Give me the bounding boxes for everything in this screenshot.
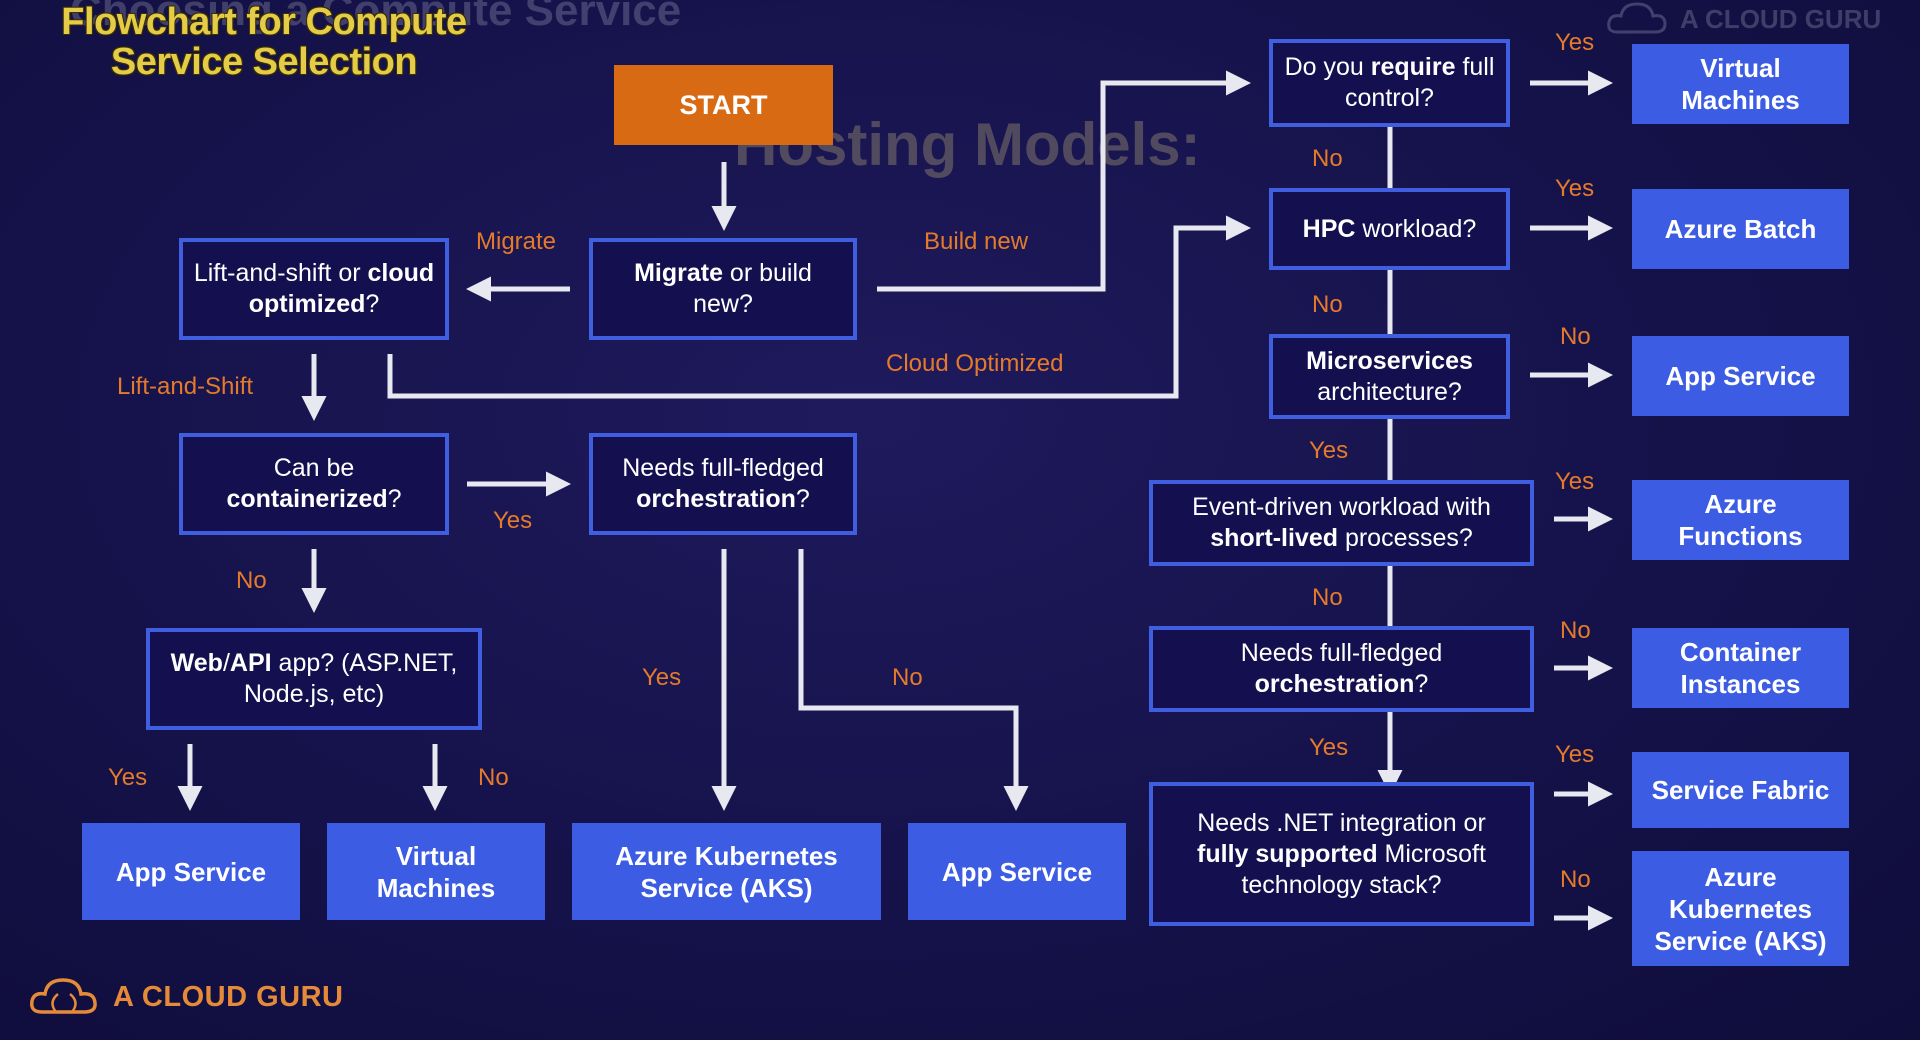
label-hpc-no: No — [1312, 291, 1343, 318]
q-text: workload? — [1355, 214, 1477, 243]
q-text-bold: short-lived — [1210, 524, 1338, 552]
q-text-bold: fully supported — [1197, 839, 1378, 868]
logo-text: A CLOUD GURU — [113, 981, 344, 1013]
label-event-no: No — [1312, 584, 1343, 611]
ghost-logo-text: A CLOUD GURU — [1680, 4, 1882, 34]
label-web-no: No — [478, 764, 509, 791]
orchestration-right-node: Needs full-fledged orchestration? — [1149, 626, 1534, 712]
orchestration-left-node: Needs full-fledged orchestration? — [589, 433, 857, 535]
label-migrate: Migrate — [476, 228, 557, 255]
label-orch-r-no: No — [1560, 617, 1591, 644]
q-text: Needs .NET integration or — [1197, 808, 1486, 837]
result-app-service-3: App Service — [1632, 336, 1849, 416]
q-text-bold: Migrate — [634, 259, 723, 287]
label-dotnet-yes: Yes — [1555, 741, 1595, 768]
web-api-node: Web/API app? (ASP.NET, Node.js, etc) — [146, 628, 482, 730]
containerized-node: Can be containerized? — [179, 433, 449, 535]
migrate-or-build-node: Migrate or build new? — [589, 238, 857, 340]
label-micro-no: No — [1560, 323, 1591, 350]
q-text: Can be — [273, 454, 355, 482]
title-line-2: Service Selection — [110, 41, 418, 83]
q-text: or build new? — [693, 259, 812, 318]
label-web-yes: Yes — [108, 764, 148, 791]
label-orch-no: No — [892, 664, 923, 691]
q-text: ? — [387, 485, 402, 513]
lift-shift-node: Lift-and-shift or cloud optimized? — [179, 238, 449, 340]
q-text: processes? — [1338, 524, 1473, 552]
q-text-bold: Web — [170, 649, 223, 677]
q-text-bold: Microservices — [1306, 346, 1473, 375]
full-control-node: Do you require full control? — [1269, 39, 1510, 127]
dotnet-node: Needs .NET integration or fully supporte… — [1149, 782, 1534, 926]
label-lift-and-shift: Lift-and-Shift — [117, 373, 254, 400]
result-virtual-machines-2: Virtual Machines — [1632, 44, 1849, 124]
arrow-orch-no — [798, 549, 1029, 811]
ghost-top-title: Choosing a Compute Service — [70, 0, 682, 35]
q-text: Microsoft technology stack? — [1241, 839, 1486, 899]
result-service-fabric: Service Fabric — [1632, 752, 1849, 828]
q-text: app? (ASP.NET, Node.js, etc) — [243, 649, 458, 708]
q-text-bold: orchestration — [636, 485, 796, 513]
label-event-yes: Yes — [1555, 468, 1595, 495]
q-text-bold: API — [229, 649, 272, 677]
label-orch-r-yes: Yes — [1309, 734, 1349, 761]
q-text: ? — [795, 485, 810, 513]
event-driven-node: Event-driven workload with short-lived p… — [1149, 480, 1534, 566]
result-app-service-1: App Service — [82, 823, 300, 920]
arrow-build-new — [877, 70, 1251, 292]
q-text-bold: HPC — [1302, 214, 1356, 243]
title-line-1: Flowchart for Compute — [61, 1, 467, 43]
result-virtual-machines-1: Virtual Machines — [327, 823, 545, 920]
label-cloud-optimized: Cloud Optimized — [886, 350, 1064, 377]
result-azure-batch: Azure Batch — [1632, 189, 1849, 269]
q-text: ? — [365, 290, 380, 318]
cloud-icon — [28, 974, 100, 1023]
label-contain-no: No — [236, 567, 267, 594]
label-control-yes: Yes — [1555, 29, 1595, 56]
result-azure-functions: Azure Functions — [1632, 480, 1849, 560]
result-aks-1: Azure Kubernetes Service (AKS) — [572, 823, 881, 920]
start-node: START — [614, 65, 833, 145]
result-container-instances: Container Instances — [1632, 628, 1849, 708]
q-text: Lift-and-shift or — [193, 259, 368, 287]
q-text: / — [222, 649, 230, 677]
q-text: Event-driven workload with — [1192, 493, 1491, 521]
q-text: Needs full-fledged — [1240, 639, 1443, 667]
label-orch-yes: Yes — [642, 664, 682, 691]
ghost-cloud-icon — [1605, 0, 1669, 41]
label-dotnet-no: No — [1560, 866, 1591, 893]
q-text-bold: require — [1370, 53, 1456, 81]
label-hpc-yes: Yes — [1555, 175, 1595, 202]
flowchart-title: Flowchart for Compute Service Selection — [44, 2, 484, 82]
result-app-service-2: App Service — [908, 823, 1126, 920]
q-text-bold: orchestration — [1254, 670, 1415, 698]
arrow-cloud-optimized — [387, 215, 1251, 399]
microservices-node: Microservices architecture? — [1269, 334, 1510, 419]
hpc-node: HPC workload? — [1269, 188, 1510, 270]
q-text-bold: cloud optimized — [248, 259, 435, 318]
q-text: Needs full-fledged — [622, 454, 824, 482]
label-build-new: Build new — [924, 228, 1029, 255]
label-control-no: No — [1312, 145, 1343, 172]
label-contain-yes: Yes — [493, 507, 533, 534]
q-text: ? — [1414, 670, 1429, 698]
label-micro-yes: Yes — [1309, 437, 1349, 464]
q-text: Do you — [1284, 53, 1371, 81]
result-aks-2: Azure Kubernetes Service (AKS) — [1632, 851, 1849, 966]
q-text: architecture? — [1317, 377, 1462, 406]
q-text: full control? — [1345, 53, 1495, 112]
q-text-bold: containerized — [226, 485, 388, 513]
